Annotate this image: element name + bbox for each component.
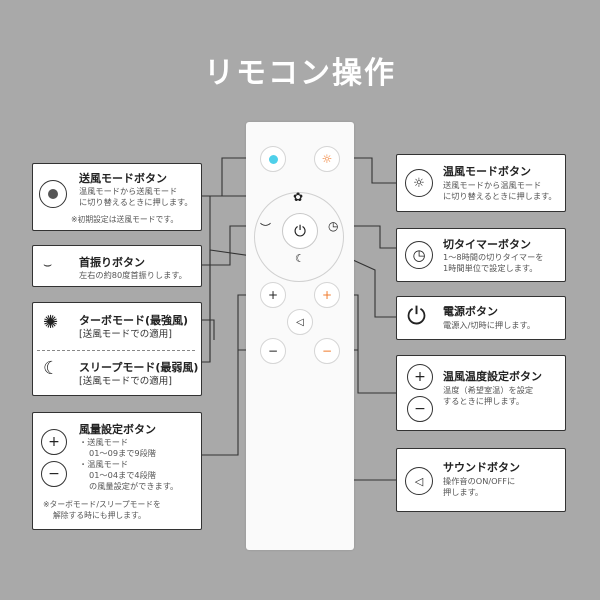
minus-circle-icon: − <box>407 396 433 422</box>
swing-arrow-icon: ⌣ <box>43 257 53 273</box>
heat-mode-button[interactable]: ☼ <box>314 146 340 172</box>
temp-minus-button[interactable]: − <box>314 338 340 364</box>
fan-icon[interactable]: ✿ <box>293 190 304 204</box>
speaker-circle-icon: ◁ <box>405 467 433 495</box>
fan-mode-desc-1: 温風モードから送風モード <box>79 186 178 196</box>
air-volume-line-5: の風量設定ができます。 <box>89 481 179 491</box>
volume-plus-button[interactable]: + <box>260 282 286 308</box>
air-volume-note-1: ※ターボモード/スリープモードを <box>43 500 161 509</box>
blue-led-icon <box>268 154 278 164</box>
air-volume-line-1: ・送風モード <box>79 437 129 447</box>
sleep-moon-icon: ☾ <box>43 358 60 379</box>
temp-desc-2: するときに押します。 <box>443 396 525 406</box>
fan-mode-title: 送風モードボタン <box>79 172 167 185</box>
control-ring <box>254 192 344 282</box>
timer-card: ◷ 切タイマーボタン 1～8時間の切りタイマーを 1時間単位で設定します。 <box>396 228 566 282</box>
remote-control: ☼ ✿ ︶ ◷ ⏻ ☾ + + ◁ − − <box>246 122 354 550</box>
timer-icon[interactable]: ◷ <box>328 219 339 233</box>
swing-icon[interactable]: ︶ <box>260 222 271 235</box>
temp-card: + − 温風温度設定ボタン 温度（希望室温）を設定 するときに押します。 <box>396 355 566 431</box>
power-symbol-icon: ⏻ <box>407 302 426 330</box>
sound-title: サウンドボタン <box>443 461 520 474</box>
sleep-title: スリープモード(最弱風) <box>79 361 199 374</box>
turbo-icon: ✺ <box>43 312 59 333</box>
heat-mode-desc-1: 送風モードから温風モード <box>443 180 542 190</box>
swing-card: ⌣ 首振りボタン 左右の約80度首振りします。 <box>32 245 202 287</box>
air-volume-line-2: 01～09まで9段階 <box>89 448 156 458</box>
sleep-icon[interactable]: ☾ <box>295 252 305 265</box>
air-volume-note-2: 解除する時にも押します。 <box>53 511 146 520</box>
fan-mode-note: ※初期設定は送風モードです。 <box>71 215 179 224</box>
temp-desc-1: 温度（希望室温）を設定 <box>443 385 534 395</box>
air-volume-line-4: 01～04まで4段階 <box>89 470 156 480</box>
plus-circle-icon: + <box>41 429 67 455</box>
turbo-sleep-card: ✺ ターボモード(最強風) [送風モードでの適用] ☾ スリープモード(最弱風)… <box>32 302 202 396</box>
power-desc: 電源入/切時に押します。 <box>443 320 536 330</box>
temp-plus-button[interactable]: + <box>314 282 340 308</box>
plus-icon: + <box>267 288 279 302</box>
timer-title: 切タイマーボタン <box>443 238 531 251</box>
plus-icon: + <box>321 288 333 302</box>
sound-desc-2: 押します。 <box>443 487 484 497</box>
sleep-sub: [送風モードでの適用] <box>79 376 172 387</box>
air-volume-title: 風量設定ボタン <box>79 423 156 436</box>
minus-icon: − <box>321 344 333 358</box>
minus-icon: − <box>267 344 279 358</box>
sun-icon: ☼ <box>321 152 333 166</box>
heat-mode-desc-2: に切り替えるときに押します。 <box>443 191 557 201</box>
temp-title: 温風温度設定ボタン <box>443 370 542 383</box>
turbo-title: ターボモード(最強風) <box>79 314 189 327</box>
heat-mode-title: 温風モードボタン <box>443 165 531 178</box>
fan-mode-card: 送風モードボタン 温風モードから送風モード に切り替えるときに押します。 ※初期… <box>32 163 202 231</box>
sun-circle-icon: ☼ <box>405 169 433 197</box>
clock-icon: ◷ <box>405 241 433 269</box>
fan-mode-icon <box>39 180 67 208</box>
air-volume-line-3: ・温風モード <box>79 459 129 469</box>
power-card: ⏻ 電源ボタン 電源入/切時に押します。 <box>396 296 566 340</box>
swing-title: 首振りボタン <box>79 256 145 269</box>
sound-card: ◁ サウンドボタン 操作音のON/OFFに 押します。 <box>396 448 566 512</box>
speaker-icon: ◁ <box>296 316 304 328</box>
page-title: リモコン操作 <box>204 56 396 91</box>
swing-desc: 左右の約80度首振りします。 <box>79 270 187 280</box>
volume-minus-button[interactable]: − <box>260 338 286 364</box>
timer-desc-2: 1時間単位で設定します。 <box>443 263 538 273</box>
plus-circle-icon: + <box>407 364 433 390</box>
power-button[interactable]: ⏻ <box>282 213 318 249</box>
power-icon: ⏻ <box>294 222 306 240</box>
turbo-sub: [送風モードでの適用] <box>79 329 172 340</box>
sound-button[interactable]: ◁ <box>287 309 313 335</box>
air-volume-card: + − 風量設定ボタン ・送風モード 01～09まで9段階 ・温風モード 01～… <box>32 412 202 530</box>
sound-desc-1: 操作音のON/OFFに <box>443 476 516 486</box>
card-divider <box>37 350 195 351</box>
fan-mode-desc-2: に切り替えるときに押します。 <box>79 197 193 207</box>
heat-mode-card: ☼ 温風モードボタン 送風モードから温風モード に切り替えるときに押します。 <box>396 154 566 212</box>
minus-circle-icon: − <box>41 461 67 487</box>
power-title: 電源ボタン <box>443 305 498 318</box>
fan-mode-button[interactable] <box>260 146 286 172</box>
timer-desc-1: 1～8時間の切りタイマーを <box>443 252 544 262</box>
